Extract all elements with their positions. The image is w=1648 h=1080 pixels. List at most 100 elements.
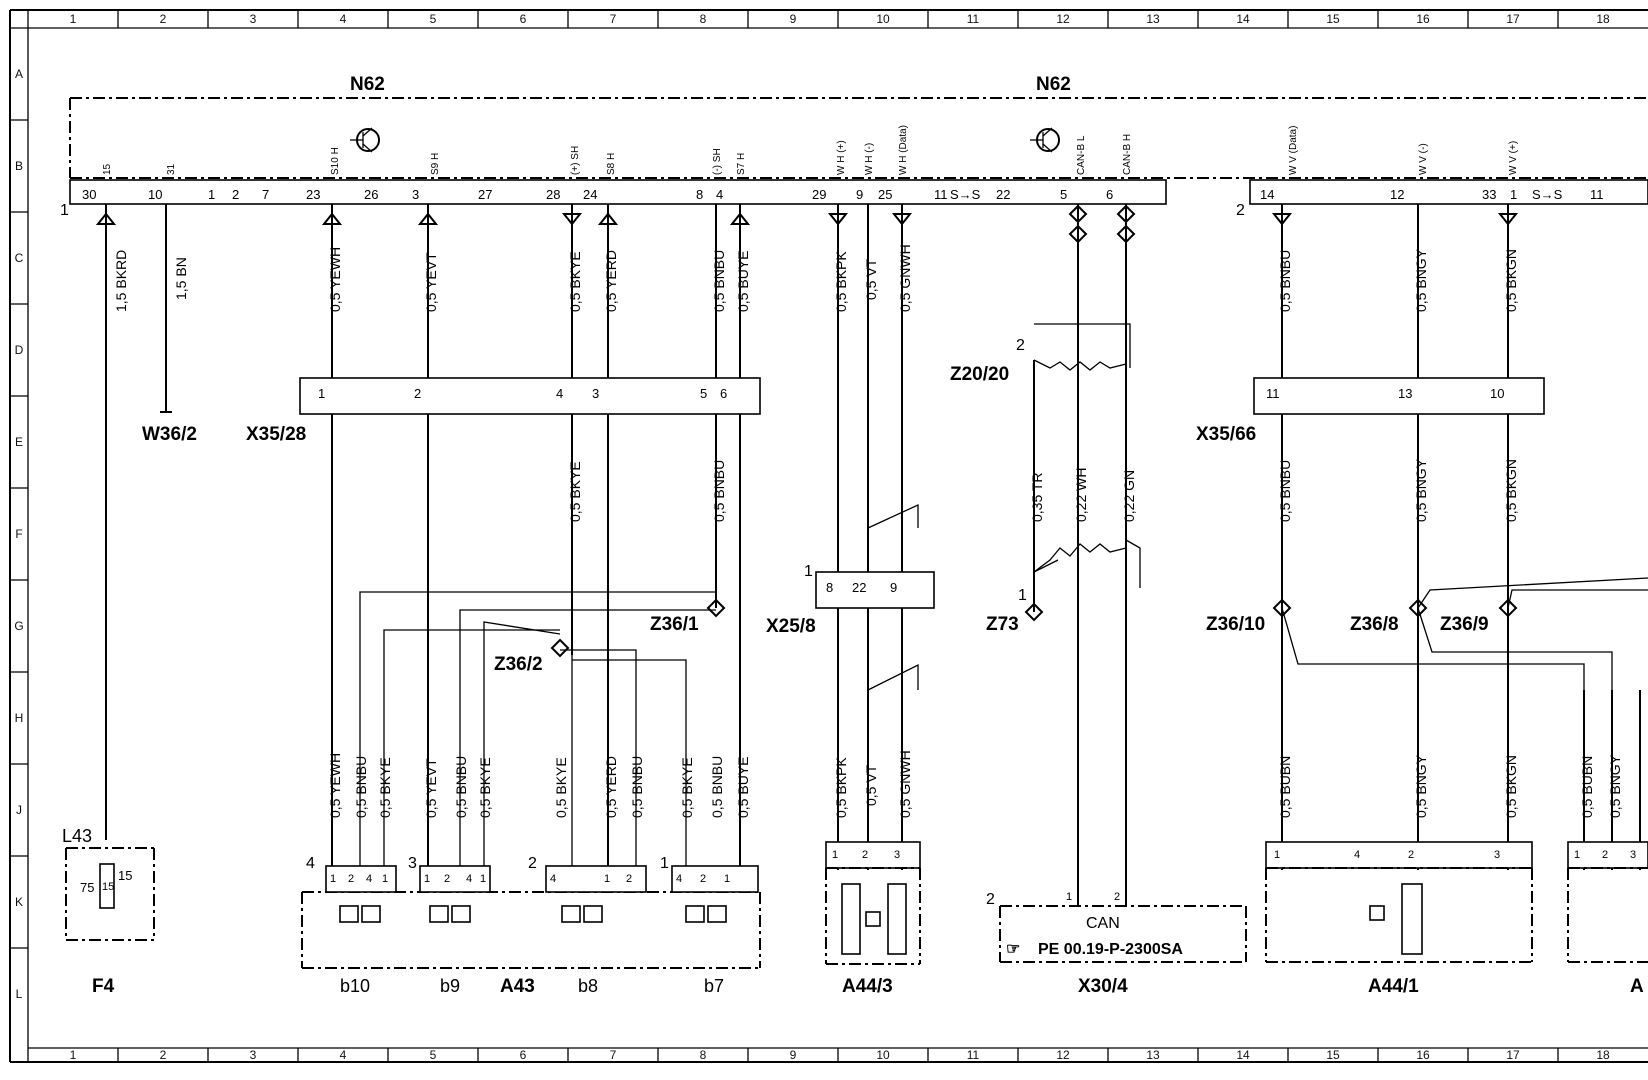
n62-pin: 23	[306, 187, 320, 202]
wire-labels-mid: 0,5 BKYE 0,5 BNBU 0,5 BNBU 0,5 BNGY 0,5 …	[567, 458, 1519, 522]
n62-pin: 8	[696, 187, 703, 202]
n62-pin: 3	[412, 187, 419, 202]
wire-label: 0,5 GNWH	[897, 244, 913, 312]
n62-pin: 9	[856, 187, 863, 202]
n62-control-unit: N62 N62 1 2 30 10 1 2 7 23 26 3 27	[60, 74, 1648, 219]
pin-label: 1	[604, 873, 610, 885]
wire-label: 0,5 BKYE	[679, 757, 695, 818]
n62-left-label: N62	[350, 74, 385, 95]
signal-label: S8 H	[606, 153, 617, 175]
wire-label: 0,5 YEVT	[423, 252, 439, 312]
pin-label: 1	[318, 386, 325, 401]
grid-row-letter: C	[15, 251, 24, 265]
grid-column-number: 9	[790, 1048, 797, 1062]
n62-right-start-pin: 2	[1236, 202, 1245, 219]
n62-left-terminal-strip	[69, 179, 1167, 205]
grid-column-number: 4	[340, 1048, 347, 1062]
grid-column-number: 6	[520, 12, 527, 26]
grid-row-letter: B	[15, 159, 23, 173]
pin-label: 8	[826, 580, 833, 595]
pin-label: 2	[444, 873, 450, 885]
grid-column-number: 5	[430, 12, 437, 26]
pin-label: 1	[1274, 849, 1280, 861]
pin-label: 1	[1574, 849, 1580, 861]
z36-10-label: Z36/10	[1206, 614, 1265, 635]
z20-20-pin: 2	[1016, 337, 1025, 354]
pin-label: 2	[626, 873, 632, 885]
pin-label: 15	[102, 881, 114, 893]
z73-label: Z73	[986, 614, 1019, 635]
a-cut-label: A	[1630, 976, 1644, 997]
pin-label: 1	[724, 873, 730, 885]
wire-label: 1,5 BKRD	[113, 250, 129, 312]
b7-label: b7	[704, 976, 724, 996]
pin-label: 2	[414, 386, 421, 401]
wire-label: 0,5 BNBU	[1277, 460, 1293, 522]
grid-row-letter: F	[15, 527, 22, 541]
wire-label: 0,5 BKGN	[1503, 755, 1519, 818]
z36-9-label: Z36/9	[1440, 614, 1489, 635]
pin-label: 3	[1494, 849, 1500, 861]
pin-label: 3	[894, 849, 900, 861]
wire-label: 1,5 BN	[173, 257, 189, 300]
wire-label: 0,5 BNBU	[711, 250, 727, 312]
grid-column-number: 4	[340, 12, 347, 26]
pin-label: 2	[1114, 891, 1120, 903]
z36-2-label: Z36/2	[494, 654, 543, 675]
n62-pin: 29	[812, 187, 826, 202]
wire-label: 0,5 BNGY	[1413, 248, 1429, 312]
f4-fuse-block: 15 75 15 L43 F4	[62, 826, 155, 997]
wire-labels-top: 1,5 BKRD 1,5 BN 0,5 YEWH 0,5 YEVT 0,5 BK…	[113, 244, 1519, 522]
grid-column-number: 11	[967, 1048, 980, 1062]
pin-label: 4	[550, 873, 556, 885]
b10-label: b10	[340, 976, 370, 996]
x25-8-label: X25/8	[766, 616, 816, 637]
grid-column-number: 16	[1416, 1048, 1430, 1062]
signal-label: (+) SH	[570, 146, 581, 175]
signal-label: 31	[166, 163, 177, 175]
grid-column-number: 13	[1146, 1048, 1160, 1062]
grid-column-number: 14	[1236, 1048, 1250, 1062]
signal-label: W V (+)	[1508, 141, 1519, 175]
pin-label: 13	[1398, 386, 1412, 401]
wire-label: 0,5 BNBU	[1277, 250, 1293, 312]
n62-pin: 7	[262, 187, 269, 202]
pin-label: 2	[862, 849, 868, 861]
signal-label: CAN-B L	[1076, 135, 1087, 175]
pin-label: 1	[804, 563, 813, 580]
n62-signal-names: 15 31 S10 H S9 H (+) SH S8 H (-) SH S7 H…	[102, 125, 1519, 175]
wire-label: 0,5 GNWH	[897, 750, 913, 818]
signal-label: 15	[102, 163, 113, 175]
grid-row-letter: K	[15, 895, 23, 909]
pin-label: 1	[1066, 891, 1072, 903]
n62-pin: 27	[478, 187, 492, 202]
grid-column-number: 3	[250, 1048, 257, 1062]
pin-label: 2	[528, 855, 537, 872]
wire-label: 0,5 BNGY	[1413, 458, 1429, 522]
grid-column-number: 18	[1596, 12, 1610, 26]
grid-row-letter: A	[15, 67, 23, 81]
grid-column-number: 17	[1506, 1048, 1520, 1062]
n62-pin: 4	[716, 187, 723, 202]
grid-row-letter: D	[15, 343, 24, 357]
wire-label: 0,5 YEVT	[423, 758, 439, 818]
n62-pin: 5	[1060, 187, 1067, 202]
n62-pin: 14	[1260, 187, 1274, 202]
a44-1-label: A44/1	[1368, 976, 1419, 997]
a44-cut-module: 1 2 3 A	[1567, 841, 1648, 997]
wire-label: 0,5 BKYE	[567, 251, 583, 312]
grid-column-number: 5	[430, 1048, 437, 1062]
n62-pin: 2	[232, 187, 239, 202]
grid-column-number: 8	[700, 1048, 707, 1062]
grid-column-number: 9	[790, 12, 797, 26]
transistor-icon	[1030, 127, 1060, 153]
pin-label: 4	[466, 873, 472, 885]
z36-8-label: Z36/8	[1350, 614, 1399, 635]
grid-column-number: 17	[1506, 12, 1520, 26]
wires	[95, 204, 1648, 905]
wire-label: 0,5 BKPK	[833, 757, 849, 818]
wire-label: 0,5 VT	[863, 764, 879, 806]
wire-label: 0,5 YERD	[603, 250, 619, 312]
f4-label: F4	[92, 976, 115, 997]
